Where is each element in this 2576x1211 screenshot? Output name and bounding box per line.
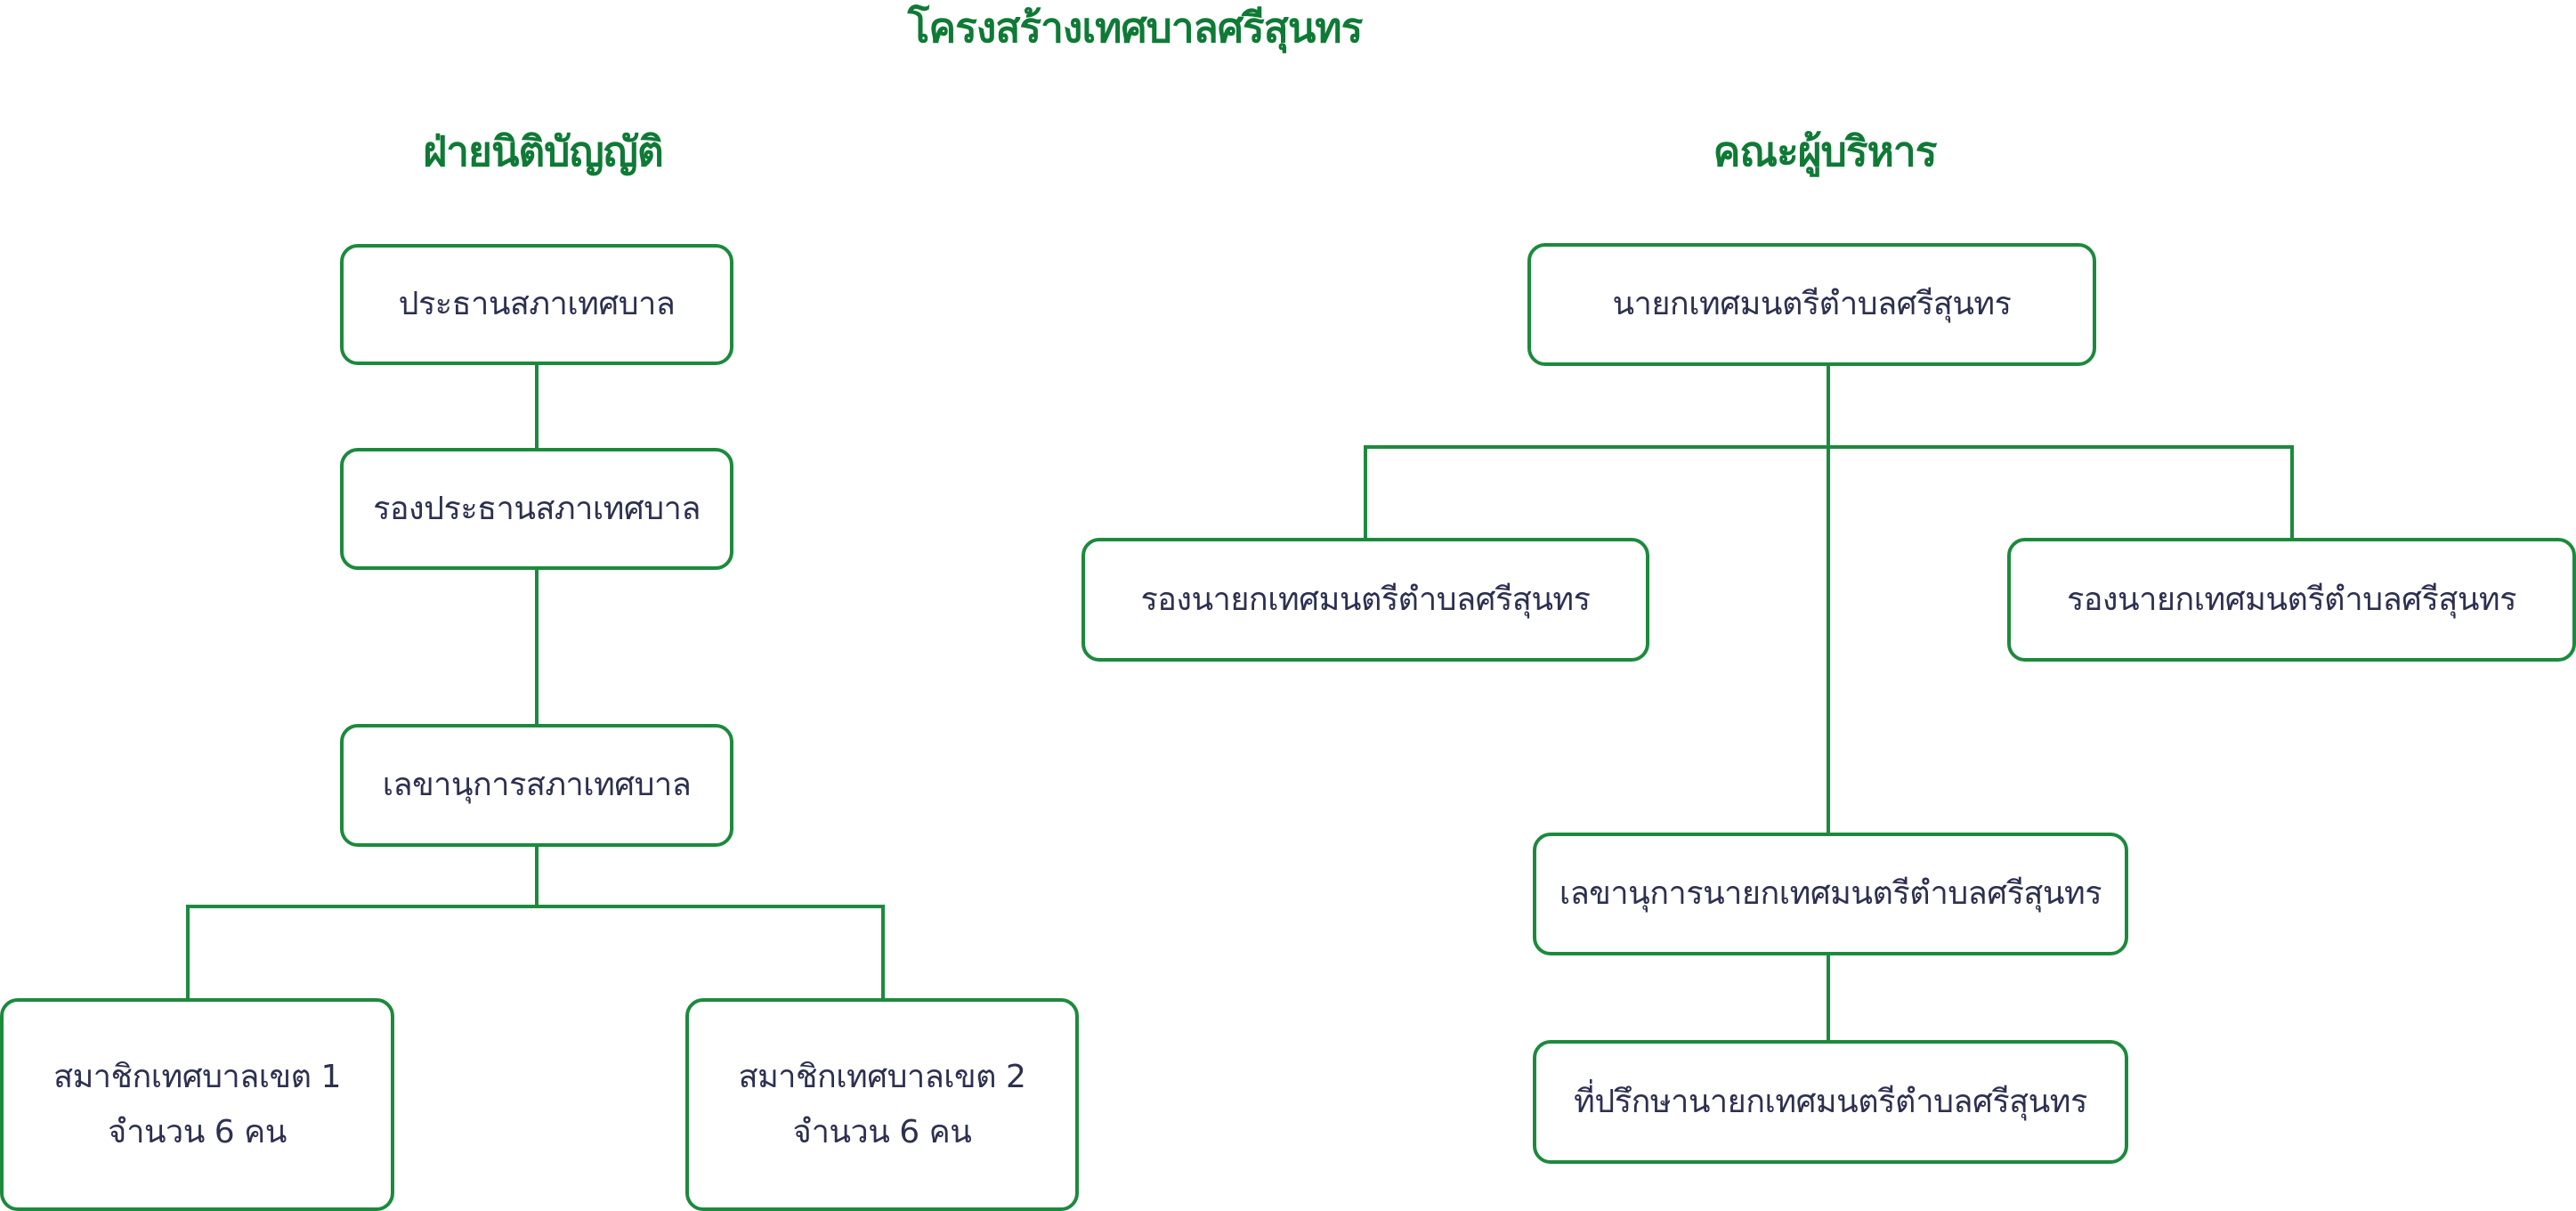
deputy-mayor-1-box: รองนายกเทศมนตรีตำบลศรีสุนทร bbox=[1081, 538, 1649, 662]
council-member-district-1-box: สมาชิกเทศบาลเขต 1 จำนวน 6 คน bbox=[0, 998, 394, 1211]
council-member-district-2-label: สมาชิกเทศบาลเขต 2 bbox=[738, 1058, 1026, 1095]
council-member-district-1-label: สมาชิกเทศบาลเขต 1 bbox=[53, 1058, 341, 1095]
chart-title: โครงสร้างเทศบาลศรีสุนทร bbox=[907, 4, 1364, 52]
deputy-mayor-2-label: รองนายกเทศมนตรีตำบลศรีสุนทร bbox=[2066, 581, 2517, 618]
mayor-advisor-box: ที่ปรึกษานายกเทศมนตรีตำบลศรีสุนทร bbox=[1533, 1040, 2128, 1164]
mayor-advisor-label: ที่ปรึกษานายกเทศมนตรีตำบลศรีสุนทร bbox=[1574, 1083, 2087, 1120]
council-member-district-1-count: จำนวน 6 คน bbox=[108, 1113, 287, 1150]
executive-section-title: คณะผู้บริหาร bbox=[1713, 127, 1938, 175]
council-president-label: ประธานสภาเทศบาล bbox=[398, 286, 676, 322]
council-secretary-box: เลขานุการสภาเทศบาล bbox=[340, 724, 733, 847]
mayor-label: นายกเทศมนตรีตำบลศรีสุนทร bbox=[1612, 286, 2013, 322]
council-secretary-label: เลขานุการสภาเทศบาล bbox=[382, 767, 692, 803]
mayor-box: นายกเทศมนตรีตำบลศรีสุนทร bbox=[1527, 243, 2096, 366]
deputy-mayor-2-box: รองนายกเทศมนตรีตำบลศรีสุนทร bbox=[2007, 538, 2576, 662]
council-vice-president-box: รองประธานสภาเทศบาล bbox=[340, 448, 733, 570]
council-vice-president-label: รองประธานสภาเทศบาล bbox=[373, 490, 701, 527]
council-member-district-2-count: จำนวน 6 คน bbox=[792, 1113, 972, 1150]
mayor-secretary-box: เลขานุการนายกเทศมนตรีตำบลศรีสุนทร bbox=[1533, 833, 2128, 955]
council-member-district-2-box: สมาชิกเทศบาลเขต 2 จำนวน 6 คน bbox=[685, 998, 1079, 1211]
council-president-box: ประธานสภาเทศบาล bbox=[340, 244, 733, 365]
deputy-mayor-1-label: รองนายกเทศมนตรีตำบลศรีสุนทร bbox=[1140, 581, 1591, 618]
legislative-section-title: ฝ่ายนิติบัญญัติ bbox=[423, 127, 664, 175]
mayor-secretary-label: เลขานุการนายกเทศมนตรีตำบลศรีสุนทร bbox=[1559, 875, 2102, 912]
